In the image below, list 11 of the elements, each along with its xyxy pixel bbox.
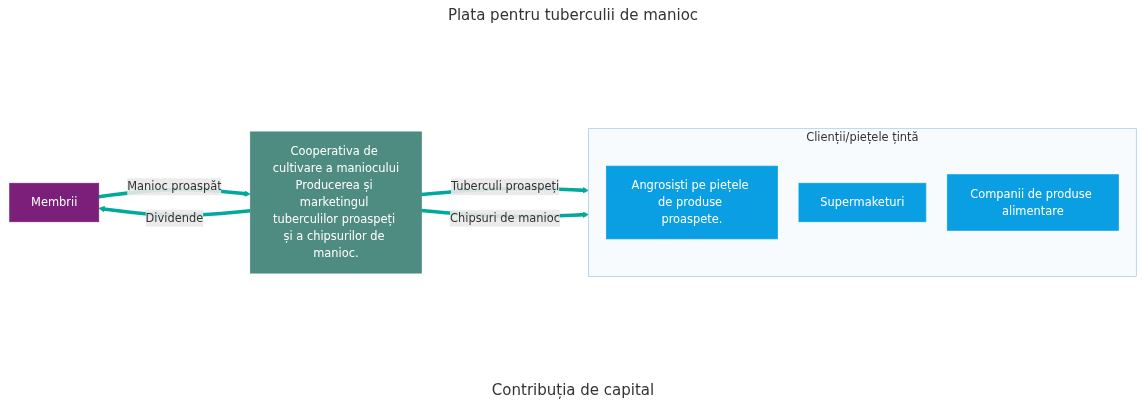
edge-label: Tuberculi proaspeți — [450, 179, 560, 194]
flow-note: Plata pentru tuberculii de manioc — [447, 6, 699, 24]
node-box: Angrosiști pe piețele de produse proaspete. — [606, 165, 778, 240]
node-box: Cooperativa de cultivare a maniocului Producerea și marketingul tuberculilor proaspeți și a chipsurilor de manioc. — [249, 131, 422, 274]
flow-note: Contribuția de capital — [491, 381, 655, 399]
edge-label: Manioc proaspăt — [127, 179, 222, 194]
edge-label: Dividende — [145, 211, 204, 225]
node-box: Supermaketuri — [798, 182, 927, 223]
edge-label: Chipsuri de manioc — [450, 211, 560, 225]
node-box: Membrii — [9, 182, 100, 223]
node-box: Companii de produse alimentare — [946, 174, 1119, 231]
